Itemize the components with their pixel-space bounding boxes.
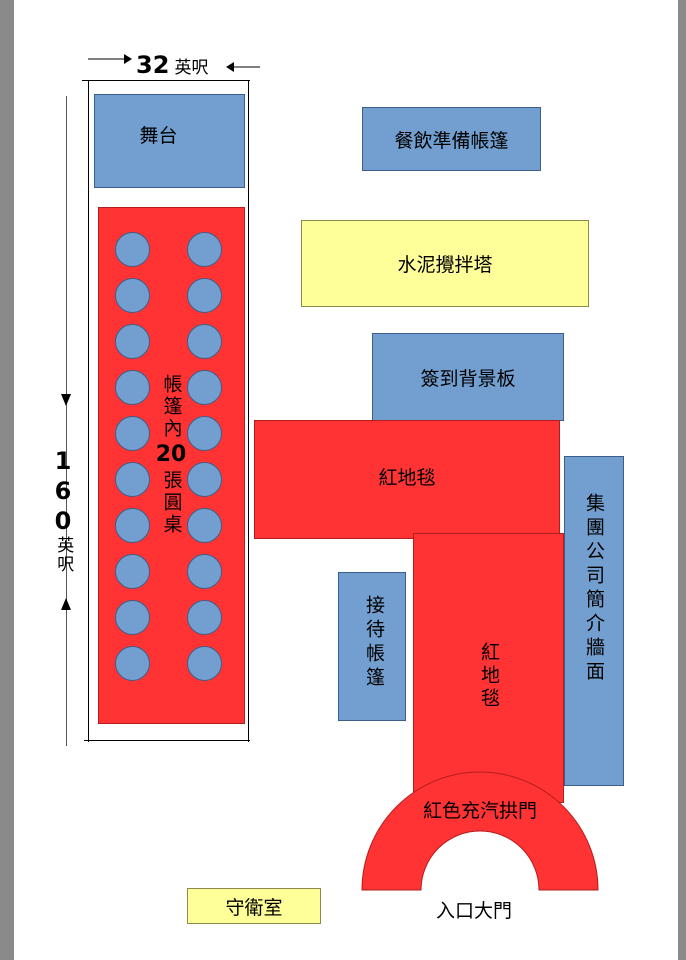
sign-in-board-zone: 簽到背景板 (372, 333, 564, 421)
tent-label: 帳篷內 20 張圓桌 (151, 374, 191, 536)
round-table (115, 554, 150, 589)
height-dimension-line (66, 96, 67, 746)
site-layout-page: 32 英呎 1 6 0 英呎 舞台 帳篷內 20 張圓桌 餐飲準備帳篷 水泥攪拌… (14, 0, 678, 960)
height-digit-3: 0 (54, 507, 72, 535)
tent-table-number: 20 (155, 442, 187, 467)
round-table (187, 646, 222, 681)
width-value: 32 (136, 51, 170, 79)
width-unit: 英呎 (174, 58, 209, 78)
round-table (187, 278, 222, 313)
company-wall-label: 集團公司簡介牆面 (583, 493, 605, 685)
tent-zone: 帳篷內 20 張圓桌 (98, 207, 245, 724)
sign-in-board-label: 簽到背景板 (420, 367, 516, 390)
round-table (115, 370, 150, 405)
round-table (115, 646, 150, 681)
round-table (187, 370, 222, 405)
stage-label: 舞台 (139, 124, 178, 147)
guard-room-zone: 守衛室 (187, 888, 321, 924)
boundary-bottom-line (84, 740, 250, 741)
height-digit-1: 1 (54, 447, 72, 475)
catering-tent-label: 餐飲準備帳篷 (394, 129, 509, 152)
round-table (115, 324, 150, 359)
round-table (115, 600, 150, 635)
arch-label-box: 紅色充汽拱門 (394, 796, 566, 822)
height-unit: 英呎 (53, 536, 74, 574)
height-digit-2: 6 (54, 477, 72, 505)
red-carpet-vertical-zone: 紅地毯 (413, 533, 564, 803)
entrance-label-box: 入口大門 (414, 896, 534, 922)
tent-label-line1: 帳篷內 (160, 374, 183, 440)
round-table (187, 324, 222, 359)
height-arrows (61, 394, 71, 610)
company-wall-zone: 集團公司簡介牆面 (564, 456, 624, 786)
width-arrows (88, 54, 260, 72)
arch-label: 紅色充汽拱門 (422, 799, 537, 822)
red-carpet-horizontal-label: 紅地毯 (378, 467, 436, 489)
round-table (187, 600, 222, 635)
catering-tent-zone: 餐飲準備帳篷 (362, 107, 541, 171)
red-carpet-vertical-label: 紅地毯 (478, 642, 500, 711)
boundary-right-line (248, 80, 249, 742)
round-table (187, 508, 222, 543)
red-carpet-horizontal-zone: 紅地毯 (254, 420, 560, 539)
round-table (115, 508, 150, 543)
tent-label-line2: 張圓桌 (160, 470, 183, 536)
stage-zone: 舞台 (94, 94, 245, 188)
boundary-left-line (88, 80, 89, 742)
boundary-top-line (82, 80, 250, 81)
round-table (187, 416, 222, 451)
height-dimension: 1 6 0 英呎 (48, 446, 78, 596)
round-table (187, 554, 222, 589)
cement-tower-label: 水泥攪拌塔 (397, 254, 493, 276)
round-table (187, 462, 222, 497)
round-table (115, 232, 150, 267)
round-table (187, 232, 222, 267)
cement-tower-zone: 水泥攪拌塔 (301, 220, 589, 307)
round-table (115, 416, 150, 451)
width-dimension: 32 英呎 (84, 50, 274, 80)
guard-room-label: 守衛室 (225, 896, 283, 919)
round-table (115, 278, 150, 313)
reception-tent-zone: 接待帳篷 (338, 572, 406, 721)
reception-tent-label: 接待帳篷 (363, 595, 385, 691)
round-table (115, 462, 150, 497)
inflatable-arch (361, 771, 599, 891)
entrance-label: 入口大門 (435, 899, 512, 922)
